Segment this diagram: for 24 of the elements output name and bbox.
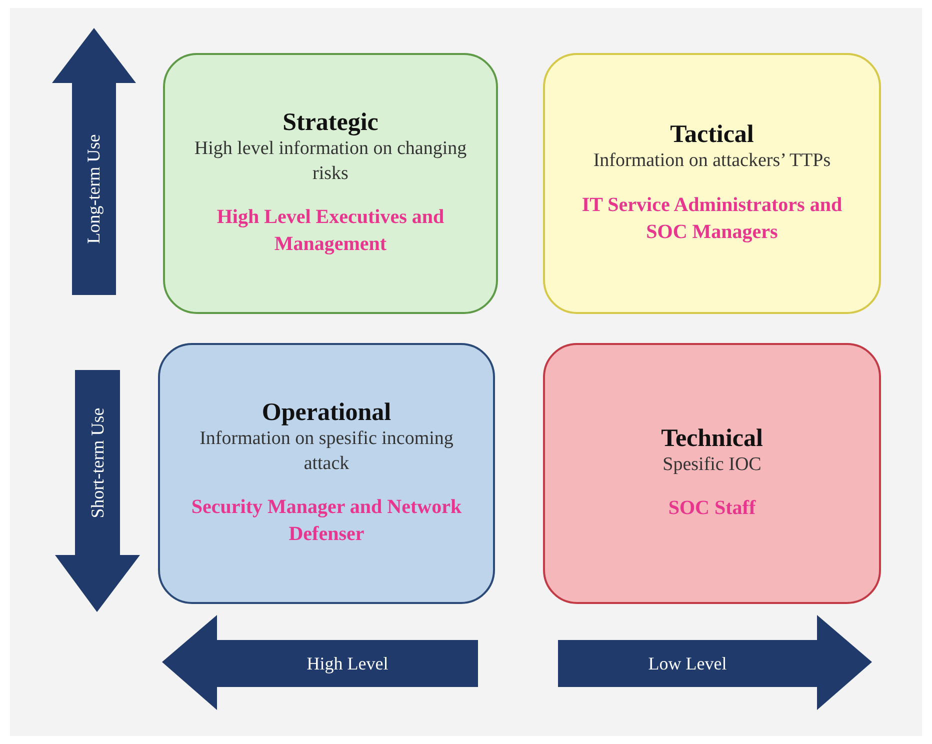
audience-text: IT Service Administrators and SOC Managers xyxy=(580,192,844,245)
audience-text: High Level Executives and Management xyxy=(216,205,446,258)
card-heading: Tactical xyxy=(670,121,754,150)
card-description: High level information on changing risks xyxy=(193,136,468,186)
card-heading: Strategic xyxy=(282,108,378,137)
arrow-label: Short-term Use xyxy=(87,407,108,518)
right-arrow xyxy=(558,615,872,710)
quadrant-card xyxy=(543,343,881,604)
card-heading: Operational xyxy=(262,398,392,427)
quadrant-card xyxy=(163,53,498,314)
arrow-label: High Level xyxy=(306,653,388,674)
card-description: Information on attackers’ TTPs xyxy=(593,149,831,174)
quadrant-card xyxy=(158,343,495,604)
card-description: Information on spesific incoming attack xyxy=(198,426,454,476)
down-arrow xyxy=(55,370,140,612)
card-heading: Technical xyxy=(661,424,763,453)
card-description: Spesific IOC xyxy=(662,452,762,477)
quadrant-card xyxy=(543,53,881,314)
audience-text: SOC Staff xyxy=(668,496,756,522)
arrow-label: Low Level xyxy=(648,653,727,674)
up-arrow xyxy=(52,28,136,295)
audience-text: Security Manager and Network Defenser xyxy=(190,495,463,548)
left-arrow xyxy=(162,615,478,710)
arrow-label: Long-term Use xyxy=(84,134,104,244)
